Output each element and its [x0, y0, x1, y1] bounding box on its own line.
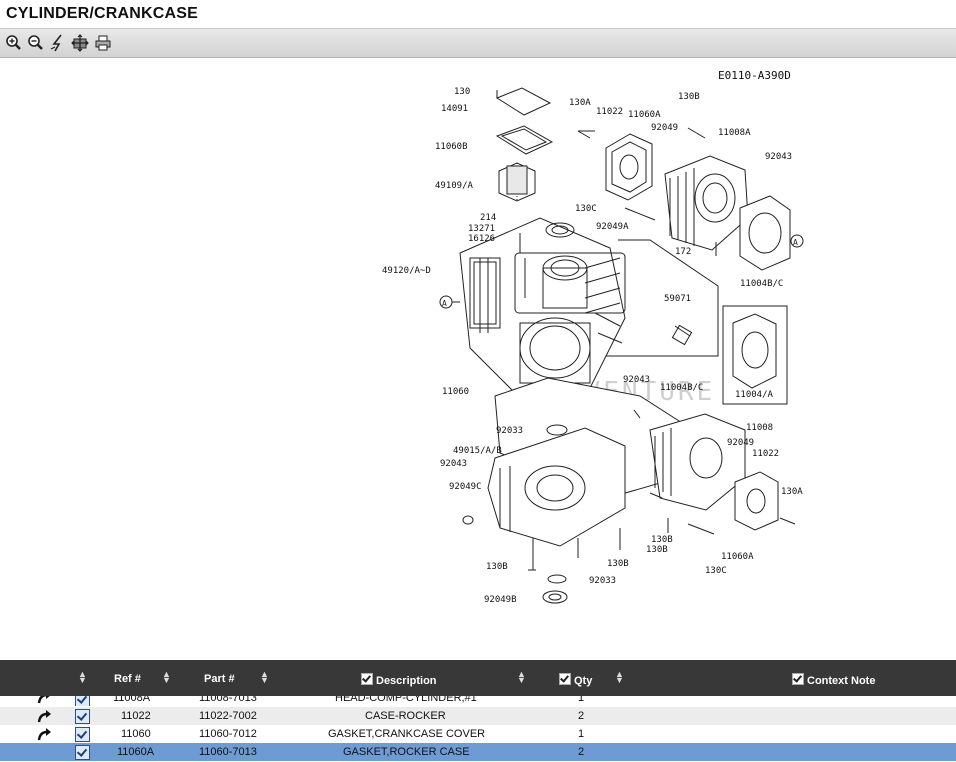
redirect-arrow-icon[interactable]: [37, 696, 51, 704]
sort-icon[interactable]: ▲▼: [78, 669, 87, 685]
svg-text:130B: 130B: [678, 92, 700, 102]
svg-text:130: 130: [454, 87, 470, 97]
col-part[interactable]: Part #: [204, 673, 235, 685]
parts-diagram[interactable]: LEADVENTURE: [0, 58, 956, 658]
page-title: CYLINDER/CRANKCASE: [6, 5, 199, 22]
svg-text:11004B/C: 11004B/C: [740, 279, 783, 289]
svg-text:13271: 13271: [468, 224, 495, 234]
svg-text:A: A: [442, 299, 447, 308]
svg-text:130C: 130C: [705, 566, 727, 576]
toolbar: [0, 29, 956, 58]
svg-text:92049A: 92049A: [596, 222, 629, 232]
sort-ref-icon[interactable]: ▲▼: [162, 669, 171, 685]
table-row[interactable]: 11008A 11008-7013 HEAD-COMP-CYLINDER,#1 …: [0, 696, 956, 706]
svg-text:130A: 130A: [781, 487, 803, 497]
qty-checkbox[interactable]: [559, 673, 571, 685]
svg-text:11060B: 11060B: [435, 142, 468, 152]
sort-part-icon[interactable]: ▲▼: [260, 669, 269, 685]
svg-text:11008: 11008: [746, 423, 773, 433]
zoom-out-icon[interactable]: [26, 34, 44, 52]
add-to-cart-icon[interactable]: [75, 696, 90, 706]
description-checkbox[interactable]: [361, 673, 373, 685]
diagram-code: E0110-A390D: [718, 69, 791, 82]
svg-text:130B: 130B: [486, 562, 508, 572]
svg-text:92043: 92043: [440, 459, 467, 469]
col-qty[interactable]: Qty: [559, 673, 592, 687]
svg-text:11060A: 11060A: [721, 552, 754, 562]
svg-text:A: A: [793, 238, 798, 247]
col-description[interactable]: Description: [361, 673, 437, 687]
exploded-view-svg[interactable]: LEADVENTURE: [0, 58, 956, 658]
svg-text:92043: 92043: [623, 375, 650, 385]
svg-text:11022: 11022: [752, 449, 779, 459]
svg-text:92049: 92049: [651, 123, 678, 133]
printer-icon[interactable]: [94, 34, 112, 52]
svg-text:11022: 11022: [596, 107, 623, 117]
col-ref[interactable]: Ref #: [114, 673, 141, 685]
add-to-cart-icon[interactable]: [75, 709, 90, 724]
svg-text:92049B: 92049B: [484, 595, 517, 605]
svg-text:130B: 130B: [651, 535, 673, 545]
svg-text:172: 172: [675, 247, 691, 257]
svg-text:92033: 92033: [496, 426, 523, 436]
svg-text:92049C: 92049C: [449, 482, 482, 492]
svg-text:130A: 130A: [569, 98, 591, 108]
table-row[interactable]: 11022 11022-7002 CASE-ROCKER 2: [0, 707, 956, 725]
svg-text:92033: 92033: [589, 576, 616, 586]
grid-header: ▲▼ Ref # ▲▼ Part # ▲▼ Description ▲▼ Qty…: [0, 660, 956, 696]
title-bar: CYLINDER/CRANKCASE: [0, 0, 956, 29]
svg-text:11004B/C: 11004B/C: [660, 383, 703, 393]
parts-grid: ▲▼ Ref # ▲▼ Part # ▲▼ Description ▲▼ Qty…: [0, 660, 956, 762]
svg-text:214: 214: [480, 213, 496, 223]
svg-text:11008A: 11008A: [718, 128, 751, 138]
svg-text:49120/A~D: 49120/A~D: [382, 266, 431, 276]
svg-text:59071: 59071: [664, 294, 691, 304]
svg-text:49109/A: 49109/A: [435, 181, 474, 191]
redirect-arrow-icon[interactable]: [37, 709, 51, 723]
context-checkbox[interactable]: [792, 673, 804, 685]
table-row-selected[interactable]: 11060A 11060-7013 GASKET,ROCKER CASE 2: [0, 743, 956, 761]
redirect-arrow-icon[interactable]: [37, 727, 51, 741]
svg-text:11060: 11060: [442, 387, 469, 397]
svg-text:16126: 16126: [468, 234, 495, 244]
svg-text:92043: 92043: [765, 152, 792, 162]
svg-text:14091: 14091: [441, 104, 468, 114]
move-icon[interactable]: [71, 34, 89, 52]
lightning-icon[interactable]: [49, 34, 67, 52]
add-to-cart-icon[interactable]: [75, 745, 90, 760]
sort-description-icon[interactable]: ▲▼: [517, 669, 526, 685]
sort-qty-icon[interactable]: ▲▼: [615, 669, 624, 685]
svg-text:130B: 130B: [607, 559, 629, 569]
svg-text:11060A: 11060A: [628, 110, 661, 120]
col-context[interactable]: Context Note: [792, 673, 875, 687]
svg-text:92049: 92049: [727, 438, 754, 448]
svg-text:130B: 130B: [646, 545, 668, 555]
table-row[interactable]: 11060 11060-7012 GASKET,CRANKCASE COVER …: [0, 725, 956, 743]
callout-labels: E0110-A390D 130 14091 11060B 49109/A 214…: [382, 69, 803, 605]
zoom-in-icon[interactable]: [4, 34, 22, 52]
svg-text:11004/A: 11004/A: [735, 390, 774, 400]
svg-text:130C: 130C: [575, 204, 597, 214]
add-to-cart-icon[interactable]: [75, 727, 90, 742]
svg-text:49015/A/B: 49015/A/B: [453, 446, 502, 456]
